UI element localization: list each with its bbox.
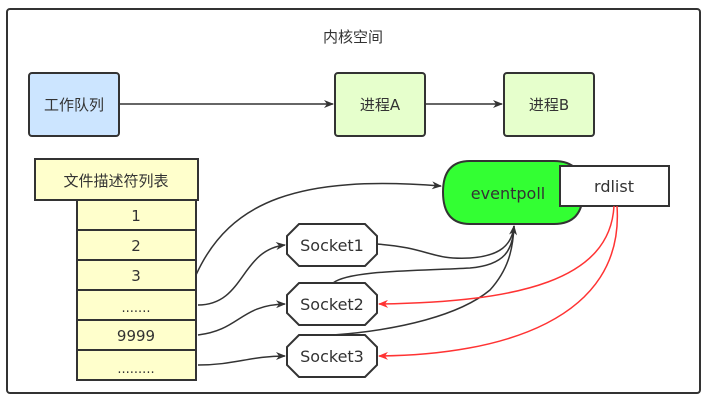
process-b-label: 进程B: [529, 96, 569, 114]
rdlist-node[interactable]: rdlist: [559, 165, 670, 207]
edge-fd-ellipsis-to-socket1: [197, 242, 286, 306]
fd-table-rows: 1 2 3 ....... 9999 .........: [76, 199, 197, 381]
fd-row-value: 2: [131, 237, 141, 255]
socket-label: Socket1: [300, 236, 364, 255]
rdlist-label: rdlist: [594, 177, 634, 196]
edge-socket3-to-eventpoll: [332, 225, 515, 336]
edge-socket1-to-eventpoll: [376, 225, 518, 259]
fd-table-header-label: 文件描述符列表: [63, 172, 168, 190]
work-queue-node[interactable]: 工作队列: [28, 72, 120, 137]
fd-row[interactable]: 1: [76, 199, 197, 231]
socket-node[interactable]: Socket1: [286, 223, 378, 267]
fd-row[interactable]: .......: [76, 289, 197, 321]
fd-row-value: 3: [131, 267, 141, 285]
fd-row-value: 9999: [117, 327, 155, 345]
eventpoll-node[interactable]: eventpoll: [441, 160, 585, 225]
edge-fd9999-to-socket2: [197, 300, 286, 336]
fd-row-value: 1: [131, 207, 141, 225]
fd-row[interactable]: .........: [76, 349, 197, 381]
fd-row[interactable]: 2: [76, 229, 197, 261]
fd-row-value: .........: [117, 362, 154, 377]
process-b-node[interactable]: 进程B: [503, 72, 595, 137]
edge-fd-last-to-socket3: [197, 352, 286, 366]
eventpoll-label: eventpoll: [471, 184, 545, 203]
work-queue-label: 工作队列: [44, 96, 104, 114]
socket-node[interactable]: Socket3: [286, 334, 378, 378]
edge-rdlist-to-socket2: [378, 205, 615, 308]
fd-row[interactable]: 9999: [76, 319, 197, 351]
socket-label: Socket3: [300, 347, 364, 366]
process-a-label: 进程A: [360, 96, 401, 114]
edge-rdlist-to-socket3: [378, 205, 618, 360]
edge-fd3-to-eventpoll: [195, 181, 442, 276]
edge-socket2-to-eventpoll: [332, 225, 515, 284]
socket-node[interactable]: Socket2: [286, 282, 378, 326]
socket-label: Socket2: [300, 295, 364, 314]
fd-row-value: .......: [122, 301, 151, 316]
fd-row[interactable]: 3: [76, 259, 197, 291]
kernel-space-title: 内核空间: [323, 28, 383, 46]
fd-table-header: 文件描述符列表: [34, 158, 199, 201]
process-a-node[interactable]: 进程A: [334, 72, 426, 137]
